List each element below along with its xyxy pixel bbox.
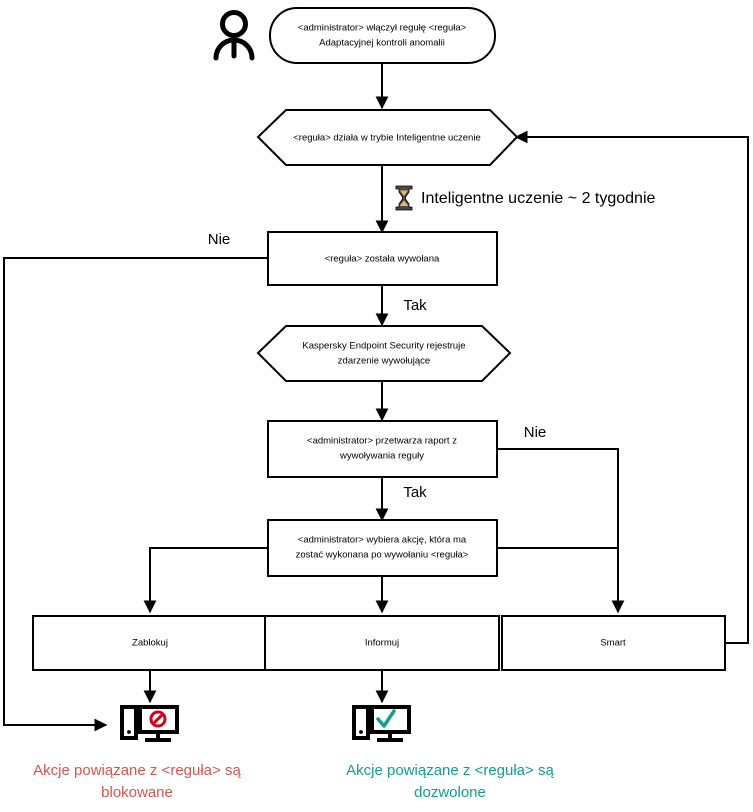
node-rule-triggered: <reguła> została wywołana (267, 231, 498, 286)
node-start-line2: Adaptacyjnej kontroli anomalii (319, 38, 445, 49)
node-admin-action-line1: <administrator> wybiera akcję, która ma (298, 535, 467, 546)
connector-smart-loopback (514, 130, 749, 644)
outcome-allowed-text: Akcje powiązane z <reguła> są dozwolone (346, 762, 554, 801)
outcome-blocked-line1: Akcje powiązane z <reguła> są (33, 762, 241, 779)
node-inform-action-label: Informuj (365, 638, 399, 649)
edge-label-triggered-no: Nie (208, 231, 231, 248)
monitor-allowed-icon (352, 705, 411, 742)
node-admin-action: <administrator> wybiera akcję, która ma … (267, 519, 498, 577)
node-admin-action-line2: zostać wykonana po wywołaniu <reguła> (296, 550, 469, 561)
hourglass-icon (395, 185, 413, 211)
outcome-allowed-line2: dozwolone (414, 784, 486, 801)
outcome-blocked-line2: blokowane (101, 784, 173, 801)
node-learning-mode-label: <reguła> działa w trybie Inteligentne uc… (293, 133, 480, 144)
connector-action-to-block (143, 547, 268, 614)
outcome-blocked-text: Akcje powiązane z <reguła> są blokowane (33, 762, 241, 801)
edge-label-report-no: Nie (524, 424, 547, 441)
node-admin-report-line2: wywoływania reguły (339, 451, 424, 462)
node-inform-action: Informuj (264, 615, 500, 671)
node-block-action: Zablokuj (32, 615, 268, 671)
edge-label-triggered-yes: Tak (403, 297, 427, 314)
connector-triggered-no (3, 257, 268, 732)
connector-report-no (497, 448, 625, 614)
node-admin-report: <administrator> przetwarza raport z wywo… (267, 420, 498, 478)
person-icon (213, 10, 255, 61)
edge-label-report-yes: Tak (403, 484, 427, 501)
node-kes-logs-line1: Kaspersky Endpoint Security rejestruje (302, 341, 465, 352)
node-admin-report-line1: <administrator> przetwarza raport z (307, 436, 457, 447)
node-kes-logs-line2: zdarzenie wywołujące (338, 356, 430, 367)
node-smart-action: Smart (501, 615, 726, 671)
node-learning-mode: <reguła> działa w trybie Inteligentne uc… (256, 109, 519, 166)
node-start: <administrator> włączył regułę <reguła> … (269, 7, 496, 64)
learning-timer: Inteligentne uczenie ~ 2 tygodnie (395, 185, 656, 211)
monitor-blocked-icon (120, 705, 179, 742)
node-kes-logs: Kaspersky Endpoint Security rejestruje z… (256, 325, 512, 382)
node-start-line1: <administrator> włączył regułę <reguła> (298, 23, 467, 34)
node-rule-triggered-label: <reguła> została wywołana (325, 254, 440, 265)
node-smart-action-label: Smart (600, 638, 626, 649)
node-block-action-label: Zablokuj (132, 638, 168, 649)
outcome-allowed-line1: Akcje powiązane z <reguła> są (346, 762, 554, 779)
learning-timer-label: Inteligentne uczenie ~ 2 tygodnie (421, 190, 656, 207)
